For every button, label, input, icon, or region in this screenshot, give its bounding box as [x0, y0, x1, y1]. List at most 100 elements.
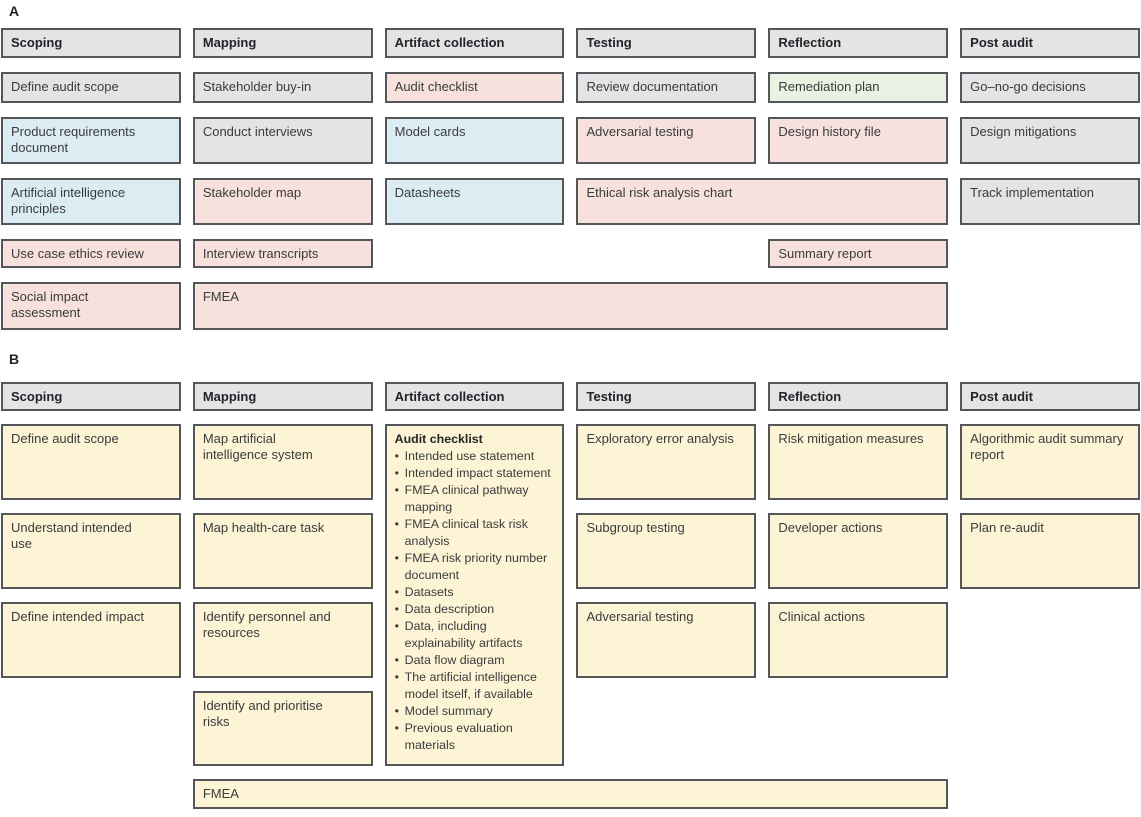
box-audit-checklist: Audit checklist•Intended use statement•I… — [384, 424, 565, 766]
box-label: FMEA — [202, 289, 239, 304]
checklist-item: • Intended use statement — [395, 448, 555, 465]
box-track-implementation: Track implementation — [960, 178, 1140, 225]
box-fmea: FMEA — [192, 282, 949, 330]
bullet-icon: • — [394, 517, 399, 531]
checklist-item: •Intended impact statement — [395, 465, 555, 482]
box-label: Interview transcripts — [202, 246, 319, 261]
box-label: Identify personnel and resources — [202, 609, 331, 640]
checklist-item-text: The artificial intelligence model itself… — [404, 670, 537, 701]
box-label: Stakeholder map — [202, 185, 302, 200]
box-ethical-risk-analysis-chart: Ethical risk analysis chart — [576, 178, 949, 225]
box-label: Artificial intelligence principles — [11, 185, 126, 216]
box-use-case-ethics-review: Use case ethics review — [1, 239, 181, 268]
bullet-icon: • — [394, 619, 399, 633]
stage-header-scoping: Scoping — [1, 28, 181, 58]
checklist-item-text: Data, including explainability artifacts — [404, 619, 523, 650]
box-define-intended-impact: Define intended impact — [1, 602, 181, 678]
box-risk-mitigation-measures: Risk mitigation measures — [768, 424, 949, 500]
box-model-cards: Model cards — [384, 117, 565, 164]
box-define-audit-scope: Define audit scope — [1, 424, 181, 500]
box-map-artificial-intelligence-system: Map artificial intelligence system — [192, 424, 373, 500]
checklist-item-text: Previous evaluation materials — [404, 721, 513, 752]
box-map-health-care-task: Map health-care task — [192, 513, 373, 589]
bullet-icon: • — [394, 483, 399, 497]
box-subgroup-testing: Subgroup testing — [576, 513, 757, 589]
box-label: Design mitigations — [970, 124, 1077, 139]
bullet-icon: • — [394, 602, 399, 616]
box-summary-report: Summary report — [768, 239, 949, 268]
checklist-item: • FMEA risk priority number document — [395, 550, 555, 584]
checklist-item-text: Model summary — [404, 704, 493, 718]
box-adversarial-testing: Adversarial testing — [576, 602, 757, 678]
checklist-item: • Model summary — [395, 703, 555, 720]
bullet-icon: • — [394, 551, 399, 565]
box-label: Design history file — [778, 124, 881, 139]
box-social-impact-assessment: Social impact assessment — [1, 282, 181, 330]
checklist-item-text: Data description — [404, 602, 495, 616]
box-label: Audit checklist — [394, 79, 478, 94]
box-label: Risk mitigation measures — [778, 431, 924, 446]
checklist-item-text: Intended use statement — [404, 449, 535, 463]
box-label: Track implementation — [970, 185, 1094, 200]
stage-header-reflection: Reflection — [768, 28, 949, 58]
stage-header-reflection: Reflection — [768, 382, 949, 411]
box-developer-actions: Developer actions — [768, 513, 949, 589]
box-label: Understand intended use — [11, 520, 132, 551]
box-label: Remediation plan — [778, 79, 880, 94]
box-adversarial-testing: Adversarial testing — [576, 117, 757, 164]
box-label: Adversarial testing — [586, 124, 694, 139]
panel-b-label: B — [9, 351, 20, 367]
bullet-icon: • — [394, 653, 399, 667]
box-label: Ethical risk analysis chart — [586, 185, 733, 200]
box-audit-checklist: Audit checklist — [384, 72, 565, 103]
box-label: Define audit scope — [11, 79, 119, 94]
bullet-icon: • — [394, 466, 399, 480]
box-label: Clinical actions — [778, 609, 866, 624]
box-exploratory-error-analysis: Exploratory error analysis — [576, 424, 757, 500]
box-understand-intended-use: Understand intended use — [1, 513, 181, 589]
stage-header-artifact-collection: Artifact collection — [384, 382, 565, 411]
box-design-history-file: Design history file — [768, 117, 949, 164]
bullet-icon: • — [394, 670, 399, 684]
box-label: Conduct interviews — [202, 124, 313, 139]
box-define-audit-scope: Define audit scope — [1, 72, 181, 103]
box-stakeholder-map: Stakeholder map — [192, 178, 373, 225]
box-go-no-go-decisions: Go–no-go decisions — [960, 72, 1140, 103]
checklist-item: • FMEA clinical task risk analysis — [395, 516, 555, 550]
box-label: Use case ethics review — [11, 246, 144, 261]
box-label: Algorithmic audit summary report — [970, 431, 1124, 462]
checklist-item-text: Datasets — [404, 585, 454, 599]
bullet-icon: • — [394, 585, 399, 599]
box-stakeholder-buy-in: Stakeholder buy-in — [192, 72, 373, 103]
box-label: Exploratory error analysis — [586, 431, 734, 446]
box-interview-transcripts: Interview transcripts — [192, 239, 373, 268]
stage-header-post-audit: Post audit — [960, 382, 1140, 411]
box-remediation-plan: Remediation plan — [768, 72, 949, 103]
box-label: Map artificial intelligence system — [202, 431, 313, 462]
box-label: Social impact assessment — [11, 289, 89, 320]
box-label: Define audit scope — [11, 431, 119, 446]
checklist-item-text: FMEA clinical task risk analysis — [404, 517, 528, 548]
box-label: FMEA — [202, 786, 239, 801]
box-label: Datasheets — [394, 185, 461, 200]
checklist-item: • Data description — [395, 601, 555, 618]
box-label: Model cards — [394, 124, 466, 139]
box-label: Subgroup testing — [586, 520, 685, 535]
box-label: Define intended impact — [11, 609, 144, 624]
stage-header-testing: Testing — [576, 28, 757, 58]
stage-header-post-audit: Post audit — [960, 28, 1140, 58]
stage-header-mapping: Mapping — [192, 28, 373, 58]
box-datasheets: Datasheets — [384, 178, 565, 225]
bullet-icon: • — [394, 721, 399, 735]
box-label: Map health-care task — [202, 520, 325, 535]
box-design-mitigations: Design mitigations — [960, 117, 1140, 164]
box-identify-and-prioritise-risks: Identify and prioritise risks — [192, 691, 373, 766]
bullet-icon: • — [394, 704, 399, 718]
checklist-item-text: FMEA risk priority number document — [404, 551, 548, 582]
stage-header-mapping: Mapping — [192, 382, 373, 411]
checklist-item-text: FMEA clinical pathway mapping — [404, 483, 529, 514]
bullet-icon: • — [394, 449, 399, 463]
box-label: Product requirements document — [11, 124, 136, 155]
